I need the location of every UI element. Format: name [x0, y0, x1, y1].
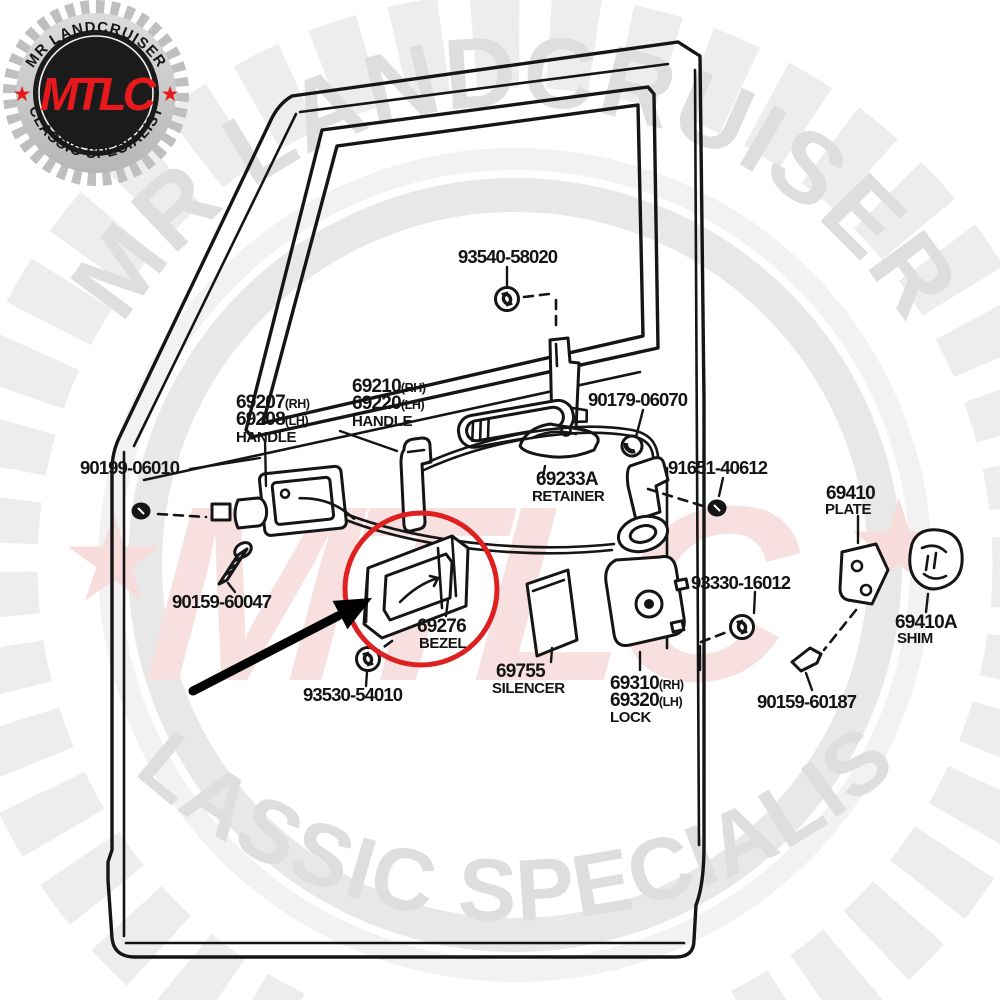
silencer-detail: [531, 578, 566, 593]
inside-handle-part: [257, 464, 356, 537]
door-outline: [106, 40, 706, 959]
label-90159b: 90159-60187: [757, 691, 857, 712]
screw-90159a-part: [217, 541, 253, 586]
dash-91651: [646, 487, 705, 508]
label-69410A: 69410A: [895, 612, 958, 633]
watermark-star-left: ★: [60, 490, 168, 629]
label-handle-inner-name: HANDLE: [236, 429, 296, 446]
leader-90199: [188, 456, 262, 471]
badge-monogram: MTLC: [40, 68, 157, 120]
label-69410: 69410: [826, 483, 875, 504]
label-69207: 69207(RH): [236, 392, 310, 413]
label-bezel-name: BEZEL: [419, 635, 466, 652]
label-69276: 69276: [417, 616, 466, 637]
label-handle-outer-name: HANDLE: [352, 413, 412, 430]
label-silencer-name: SILENCER: [492, 680, 565, 697]
highlight-circle: [342, 510, 500, 668]
leader-retainer: [541, 464, 547, 479]
label-90179: 90179-06070: [588, 389, 688, 410]
door-outer-edge: [106, 40, 706, 959]
clip-90159b-part: [790, 646, 823, 692]
leader-90159a: [226, 581, 237, 594]
window-inner-frame: [261, 103, 645, 425]
escutcheon-cylinder: [233, 496, 269, 530]
leader-93530: [364, 670, 369, 688]
screw-90179-shade: [623, 442, 636, 454]
label-69755: 69755: [496, 661, 546, 682]
leader-69276: [444, 598, 450, 618]
badge-star-left: ★: [13, 82, 32, 106]
label-69220: 69220(LH): [352, 393, 424, 414]
label-lock-name: LOCK: [610, 709, 651, 726]
leader-93330: [752, 590, 757, 615]
grommet-90199-icon: [130, 501, 152, 521]
dash-90199: [156, 512, 208, 519]
rod-upper-a: [422, 425, 660, 470]
label-93540: 93540-58020: [458, 246, 558, 267]
bell-crank-detail: [406, 448, 426, 454]
badge-star-right: ★: [161, 82, 180, 106]
label-91651: 91651-40612: [668, 457, 768, 478]
leader-91651: [717, 476, 725, 498]
dash-93330: [699, 630, 729, 644]
label-69208: 69208(LH): [236, 409, 308, 430]
door-top-inner-line: [298, 62, 670, 114]
screw-93330-icon: [728, 613, 756, 641]
brand-badge: MTLC ★ ★ MR LANDCRUISER CLASSIC SPECIALI…: [3, 0, 189, 186]
shim-part: [908, 528, 964, 614]
badge-black-disc: [33, 30, 159, 156]
label-93330: 93330-16012: [691, 572, 791, 593]
label-90159a: 90159-60047: [172, 591, 272, 612]
leader-69755: [549, 646, 554, 664]
label-69310: 69310(RH): [610, 673, 684, 694]
label-69210: 69210(RH): [352, 376, 426, 397]
badge-inner-ring: [38, 35, 154, 151]
label-93530: 93530-54010: [303, 684, 403, 705]
label-90199: 90199-06010: [80, 457, 180, 478]
outside-handle-part: [456, 398, 589, 449]
rod-upper-b: [422, 431, 655, 472]
door-right-inner-line: [693, 68, 701, 847]
label-69320: 69320(LH): [610, 690, 682, 711]
bezel-part: [362, 534, 470, 640]
silencer-part: [525, 568, 579, 658]
leader-69210: [338, 429, 399, 453]
leader-69207: [263, 438, 268, 488]
grommet-91651-icon: [706, 498, 728, 518]
badge-gear-teeth: [3, 0, 189, 186]
clamp-detail: [554, 342, 559, 368]
dash-93540: [522, 292, 558, 328]
plate-part: [822, 514, 890, 652]
screw-93540-icon: [493, 285, 521, 313]
bell-crank-part: [399, 436, 433, 533]
label-plate-name: PLATE: [825, 501, 871, 518]
label-shim-name: SHIM: [897, 630, 933, 647]
escutcheon-small: [210, 502, 232, 522]
door-pillar-inner-line: [132, 112, 298, 448]
window-outer-frame: [244, 85, 660, 439]
part-labels: 93540-58020 69210(RH) 69220(LH) HANDLE 6…: [80, 246, 959, 726]
label-69233A: 69233A: [536, 469, 599, 490]
label-retainer-name: RETAINER: [532, 488, 605, 505]
parts-drawings: [130, 265, 964, 692]
pointer-arrow: [188, 598, 372, 696]
